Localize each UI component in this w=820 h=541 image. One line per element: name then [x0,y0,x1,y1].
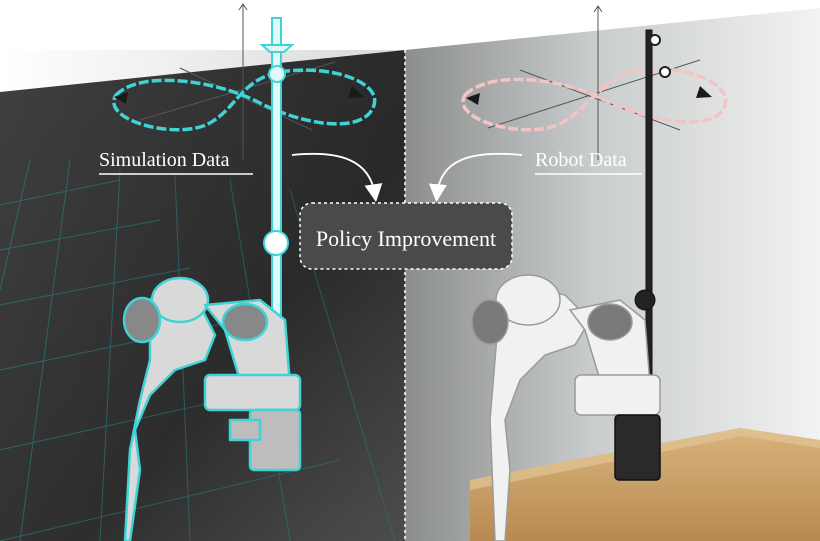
real-trajectory [461,67,728,132]
sim-end-effector [259,17,295,419]
wooden-table [470,428,820,541]
sim-arm-icon [122,276,302,541]
sim-to-policy-arrow [291,152,383,203]
real-trajectory-arrow-left-icon [466,93,480,105]
sim-joint-ball [263,230,289,256]
robot-to-policy-arrow [428,152,523,203]
policy-improvement-label: Policy Improvement [316,226,496,251]
real-arm-icon [471,274,661,541]
simulation-data-label: Simulation Data [99,149,230,171]
sim-trajectory-arrow-right-icon [348,86,364,98]
sim-trajectory-arrow-left-icon [114,92,128,104]
real-trajectory-arrow-right-icon [696,86,712,98]
sim-trajectory [112,68,377,132]
robot-data-label: Robot Data [535,149,627,171]
policy-improvement-box: Policy Improvement [299,202,513,270]
